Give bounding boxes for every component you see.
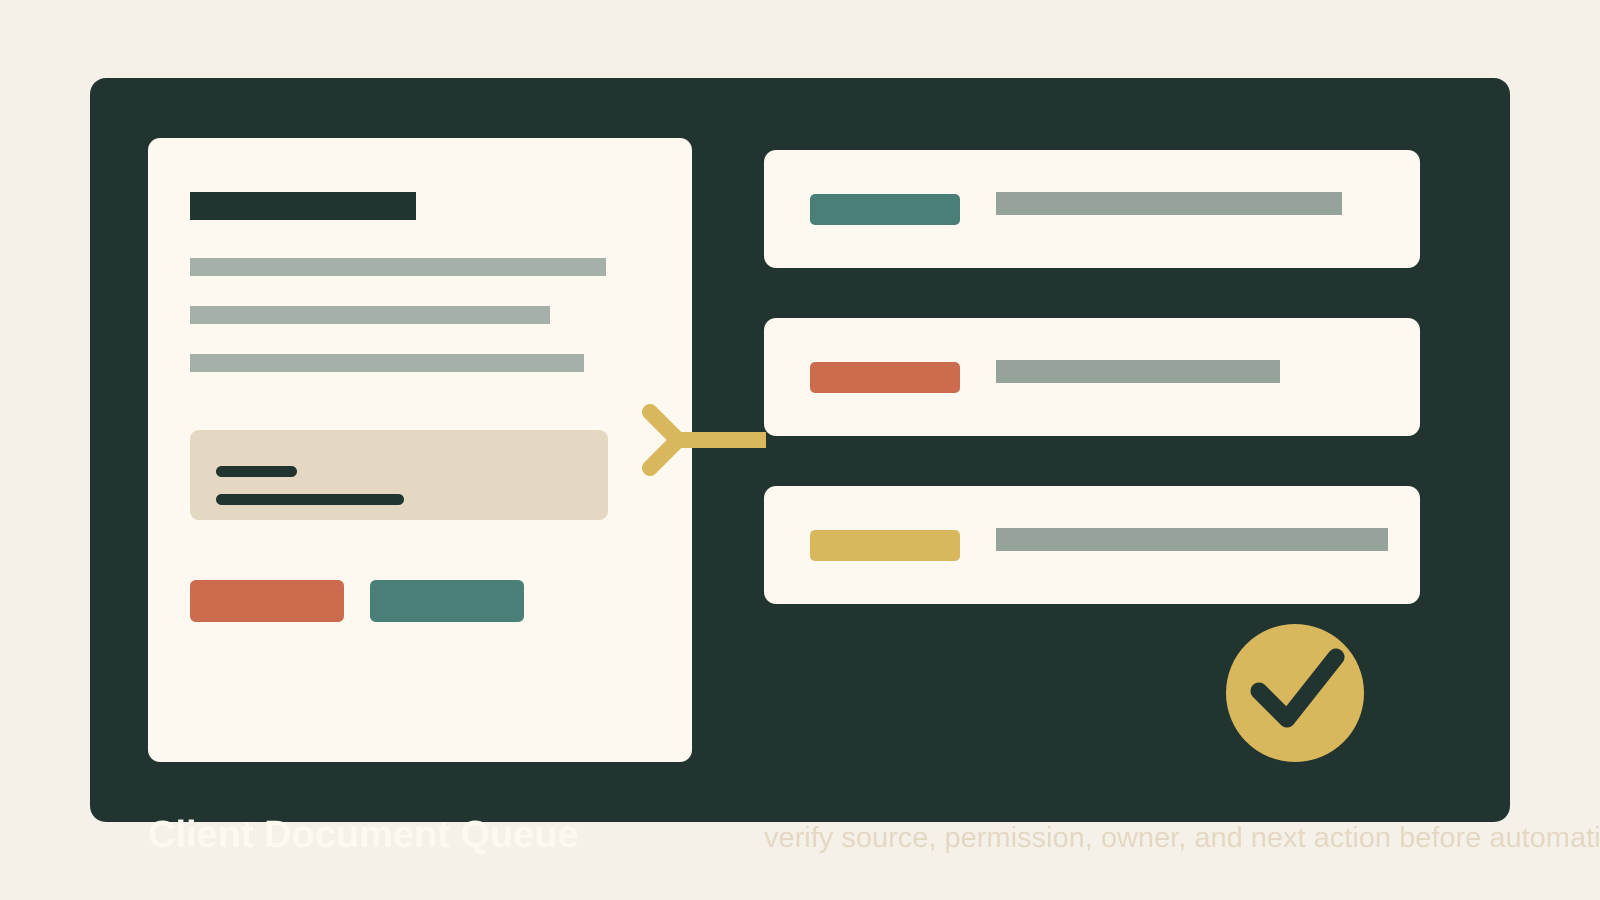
- check-circle-background: [1226, 624, 1364, 762]
- check-circle-icon: [1226, 624, 1364, 762]
- queue-text-placeholder: [996, 192, 1342, 215]
- status-tag-orange: [810, 362, 960, 393]
- approve-button[interactable]: [370, 580, 524, 622]
- queue-item-card-teal[interactable]: [764, 150, 1420, 268]
- automation-check-subtitle: verify source, permission, owner, and ne…: [764, 822, 1600, 854]
- document-text-line-placeholder: [190, 258, 606, 276]
- note-line-placeholder: [216, 466, 297, 477]
- queue-item-card-orange[interactable]: [764, 318, 1420, 436]
- queue-text-placeholder: [996, 528, 1388, 551]
- client-document-card: [148, 138, 692, 762]
- reject-button[interactable]: [190, 580, 344, 622]
- check-mark-shape: [1250, 648, 1345, 728]
- note-line-placeholder: [216, 494, 404, 505]
- branch-arrow-icon: [642, 404, 766, 476]
- document-note-panel: [190, 430, 608, 520]
- status-tag-teal: [810, 194, 960, 225]
- status-tag-yellow: [810, 530, 960, 561]
- queue-title: Client Document Queue: [148, 814, 579, 856]
- arrow-head-shape: [642, 404, 686, 476]
- document-text-line-placeholder: [190, 354, 584, 372]
- queue-text-placeholder: [996, 360, 1280, 383]
- document-title-placeholder: [190, 192, 416, 220]
- queue-item-card-yellow[interactable]: [764, 486, 1420, 604]
- document-text-line-placeholder: [190, 306, 550, 324]
